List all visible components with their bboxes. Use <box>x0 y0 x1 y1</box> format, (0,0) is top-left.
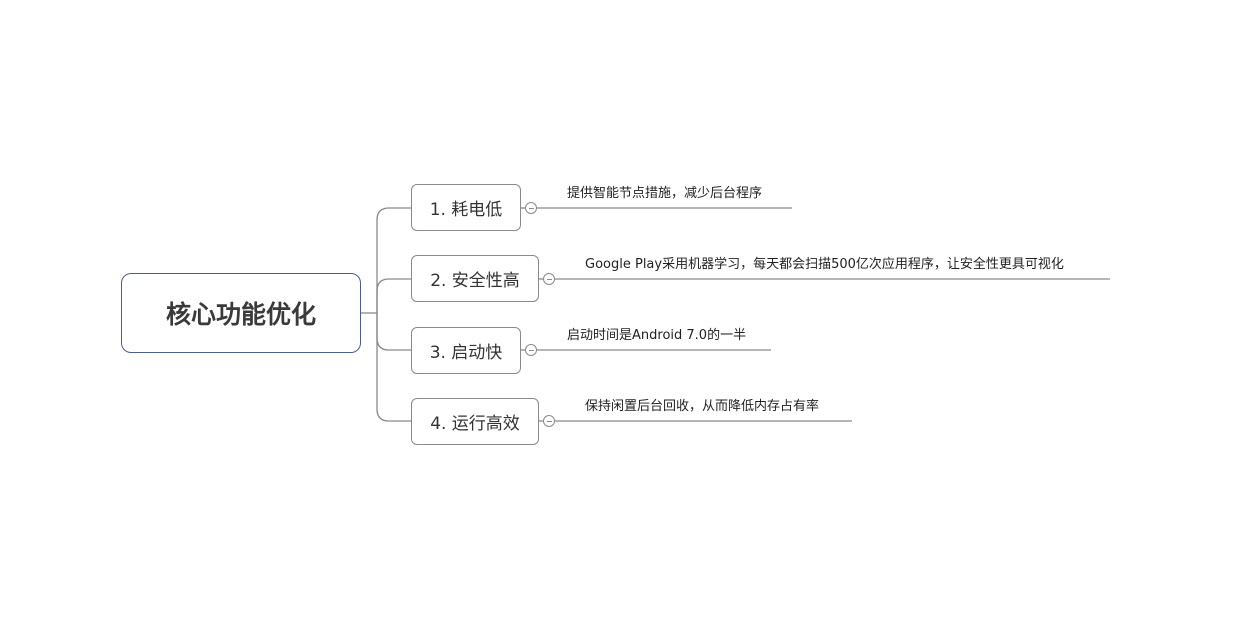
leaf-topic-1[interactable]: 提供智能节点措施，减少后台程序 <box>567 186 763 201</box>
branch-topic-4[interactable]: 4. 运行高效 <box>411 398 539 445</box>
connector-branch-1 <box>376 207 411 313</box>
root-topic-label: 核心功能优化 <box>165 300 316 329</box>
branch-topic-label: 1. 耗电低 <box>429 200 503 220</box>
connector-branch-3 <box>376 313 411 351</box>
connector-branch-2 <box>376 278 411 313</box>
collapse-icon[interactable] <box>543 415 555 427</box>
collapse-icon[interactable] <box>525 344 537 356</box>
branch-topic-label: 2. 安全性高 <box>430 271 520 291</box>
root-topic[interactable]: 核心功能优化 <box>121 273 361 353</box>
branch-topic-2[interactable]: 2. 安全性高 <box>411 255 539 302</box>
leaf-topic-4[interactable]: 保持闲置后台回收，从而降低内存占有率 <box>585 399 820 414</box>
leaf-topic-2[interactable]: Google Play采用机器学习，每天都会扫描500亿次应用程序，让安全性更具… <box>585 257 1064 272</box>
branch-topic-3[interactable]: 3. 启动快 <box>411 327 521 374</box>
branch-topic-label: 4. 运行高效 <box>430 414 520 434</box>
connector-branch-4 <box>376 313 411 422</box>
collapse-icon[interactable] <box>525 202 537 214</box>
leaf-topic-3[interactable]: 启动时间是Android 7.0的一半 <box>567 328 747 343</box>
branch-topic-1[interactable]: 1. 耗电低 <box>411 184 521 231</box>
branch-topic-label: 3. 启动快 <box>429 343 503 363</box>
collapse-icon[interactable] <box>543 273 555 285</box>
